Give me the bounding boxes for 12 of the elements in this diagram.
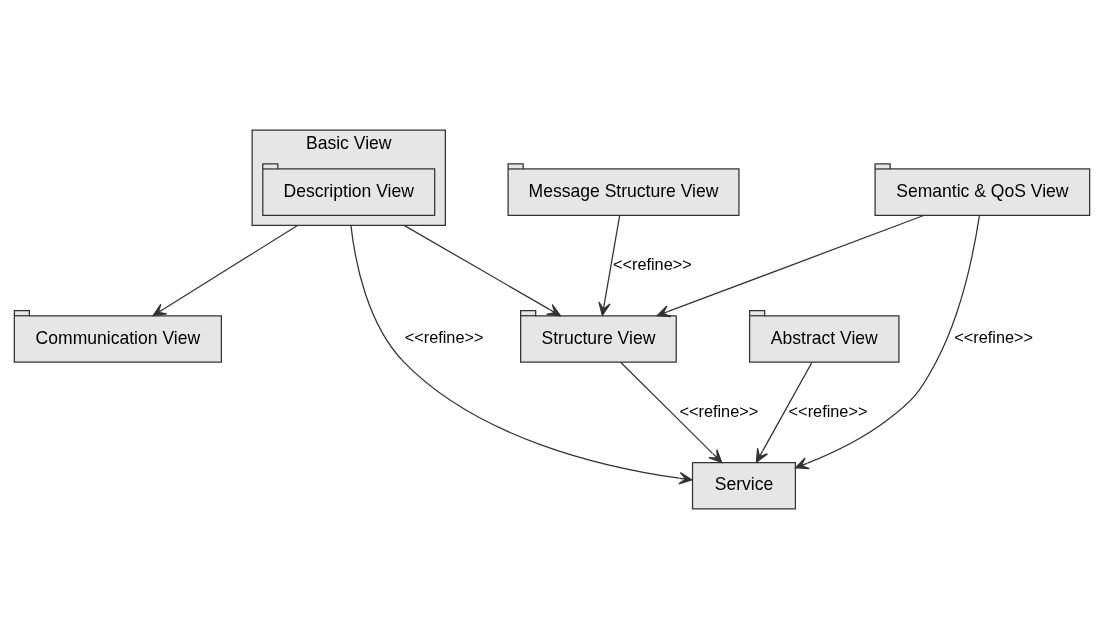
edge-label: <<refine>> xyxy=(612,254,692,273)
arrow xyxy=(755,361,813,463)
arrow xyxy=(620,361,723,463)
node-box: Service xyxy=(691,461,797,510)
arrow xyxy=(152,224,299,316)
arrow xyxy=(350,224,693,484)
edge-label: <<refine>> xyxy=(788,401,868,420)
arrow xyxy=(598,214,621,316)
edge-label: <<refine>> xyxy=(679,401,759,420)
edge-label: <<refine>> xyxy=(404,327,484,346)
edge-label: <<refine>> xyxy=(954,327,1034,346)
arrow xyxy=(794,214,980,469)
